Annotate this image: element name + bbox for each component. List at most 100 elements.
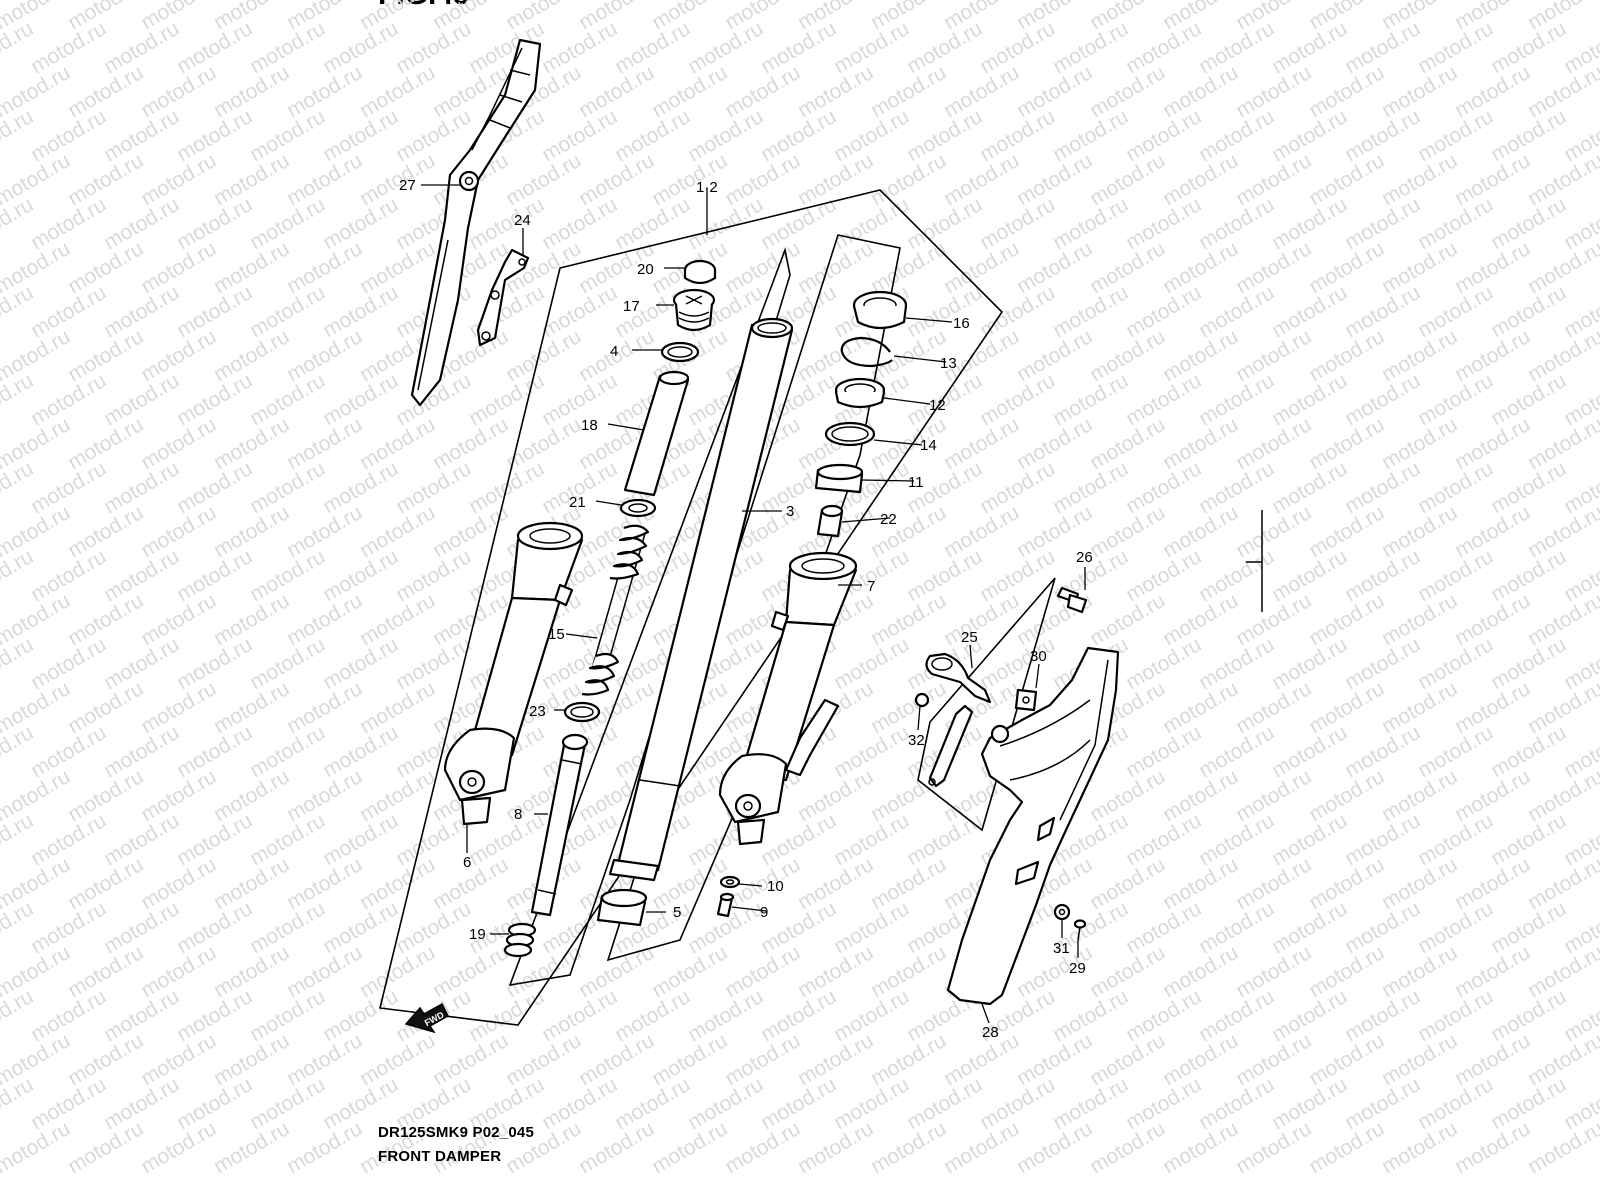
watermark-text: motod.ru	[210, 1029, 293, 1090]
watermark-text: motod.ru	[1013, 61, 1096, 122]
watermark-text: motod.ru	[283, 237, 366, 298]
watermark-text: motod.ru	[1086, 765, 1169, 826]
watermark-text: motod.ru	[1086, 413, 1169, 474]
watermark-text: motod.ru	[794, 1117, 877, 1178]
watermark-text: motod.ru	[1195, 545, 1278, 606]
callout-20: 20	[637, 261, 654, 278]
watermark-text: motod.ru	[283, 501, 366, 562]
watermark-text: motod.ru	[1232, 677, 1315, 738]
watermark-text: motod.ru	[721, 1029, 804, 1090]
watermark-text: motod.ru	[137, 765, 220, 826]
watermark-text: motod.ru	[246, 633, 329, 694]
watermark-text: motod.ru	[1159, 501, 1242, 562]
watermark-text: motod.ru	[757, 1073, 840, 1134]
watermark-text: motod.ru	[1195, 105, 1278, 166]
watermark-text: motod.ru	[319, 809, 402, 870]
watermark-text: motod.ru	[64, 1117, 147, 1178]
watermark-text: motod.ru	[356, 413, 439, 474]
watermark-text: motod.ru	[1232, 501, 1315, 562]
callout-25: 25	[961, 629, 978, 646]
watermark-text: motod.ru	[1049, 105, 1132, 166]
watermark-text: motod.ru	[283, 589, 366, 650]
watermark-text: motod.ru	[1086, 325, 1169, 386]
watermark-text: motod.ru	[1122, 721, 1205, 782]
watermark-text: motod.ru	[940, 589, 1023, 650]
watermark-text: motod.ru	[976, 633, 1059, 694]
callout-16: 16	[953, 315, 970, 332]
watermark-text: motod.ru	[1487, 369, 1570, 430]
watermark-text: motod.ru	[1195, 633, 1278, 694]
watermark-text: motod.ru	[137, 501, 220, 562]
watermark-text: motod.ru	[465, 985, 548, 1046]
spacer-tube	[623, 370, 690, 497]
watermark-text: motod.ru	[903, 17, 986, 78]
watermark-text: motod.ru	[1268, 1073, 1351, 1134]
watermark-text: motod.ru	[867, 61, 950, 122]
watermark-text: motod.ru	[1232, 325, 1315, 386]
watermark-text: motod.ru	[356, 1029, 439, 1090]
watermark-text: motod.ru	[210, 1117, 293, 1178]
watermark-text: motod.ru	[319, 369, 402, 430]
inner-tube	[608, 317, 794, 882]
watermark-text: motod.ru	[1305, 765, 1388, 826]
watermark-text: motod.ru	[976, 369, 1059, 430]
watermark-text: motod.ru	[1414, 105, 1497, 166]
watermark-text: motod.ru	[319, 457, 402, 518]
watermark-text: motod.ru	[940, 501, 1023, 562]
watermark-text: motod.ru	[1451, 589, 1534, 650]
watermark-text: motod.ru	[976, 545, 1059, 606]
watermark-text: motod.ru	[830, 633, 913, 694]
watermark-text: motod.ru	[1232, 237, 1315, 298]
watermark-text: motod.ru	[538, 985, 621, 1046]
watermark-text: motod.ru	[173, 1073, 256, 1134]
watermark-text: motod.ru	[1086, 61, 1169, 122]
callout-9: 9	[760, 904, 768, 921]
watermark-text: motod.ru	[1159, 677, 1242, 738]
watermark-text: motod.ru	[1159, 237, 1242, 298]
watermark-text: motod.ru	[1159, 941, 1242, 1002]
watermark-text: motod.ru	[830, 17, 913, 78]
washer-31	[1053, 903, 1071, 921]
watermark-text: motod.ru	[1195, 281, 1278, 342]
watermark-text: motod.ru	[283, 325, 366, 386]
watermark-text: motod.ru	[429, 501, 512, 562]
watermark-text: motod.ru	[246, 281, 329, 342]
watermark-text: motod.ru	[1122, 457, 1205, 518]
watermark-text: motod.ru	[64, 149, 147, 210]
watermark-text: motod.ru	[283, 413, 366, 474]
watermark-text: motod.ru	[27, 809, 110, 870]
watermark-text: motod.ru	[1487, 1073, 1570, 1134]
watermark-text: motod.ru	[100, 633, 183, 694]
watermark-text: motod.ru	[356, 677, 439, 738]
watermark-text: motod.ru	[100, 721, 183, 782]
watermark-text: motod.ru	[1487, 985, 1570, 1046]
watermark-text: motod.ru	[1268, 17, 1351, 78]
watermark-text: motod.ru	[173, 897, 256, 958]
watermark-text: motod.ru	[1268, 457, 1351, 518]
watermark-text: motod.ru	[173, 17, 256, 78]
watermark-text: motod.ru	[210, 853, 293, 914]
watermark-text: motod.ru	[173, 193, 256, 254]
watermark-text: motod.ru	[137, 237, 220, 298]
watermark-text: motod.ru	[392, 545, 475, 606]
watermark-text: motod.ru	[1159, 1117, 1242, 1178]
watermark-text: motod.ru	[794, 1029, 877, 1090]
watermark-text: motod.ru	[1268, 897, 1351, 958]
watermark-text: motod.ru	[1487, 457, 1570, 518]
watermark-text: motod.ru	[1049, 1073, 1132, 1134]
watermark-text: motod.ru	[1378, 853, 1461, 914]
watermark-text: motod.ru	[684, 193, 767, 254]
watermark-text: motod.ru	[1414, 809, 1497, 870]
watermark-text: motod.ru	[575, 1029, 658, 1090]
watermark-text: motod.ru	[1487, 809, 1570, 870]
watermark-text: motod.ru	[1341, 897, 1424, 958]
ring	[563, 701, 601, 723]
watermark-text: motod.ru	[1305, 853, 1388, 914]
watermark-text: motod.ru	[27, 633, 110, 694]
watermark-text: motod.ru	[173, 721, 256, 782]
watermark-text: motod.ru	[1049, 17, 1132, 78]
watermark-text: motod.ru	[210, 765, 293, 826]
watermark-text: motod.ru	[356, 237, 439, 298]
watermark-text: motod.ru	[538, 281, 621, 342]
callout-8: 8	[514, 806, 522, 823]
